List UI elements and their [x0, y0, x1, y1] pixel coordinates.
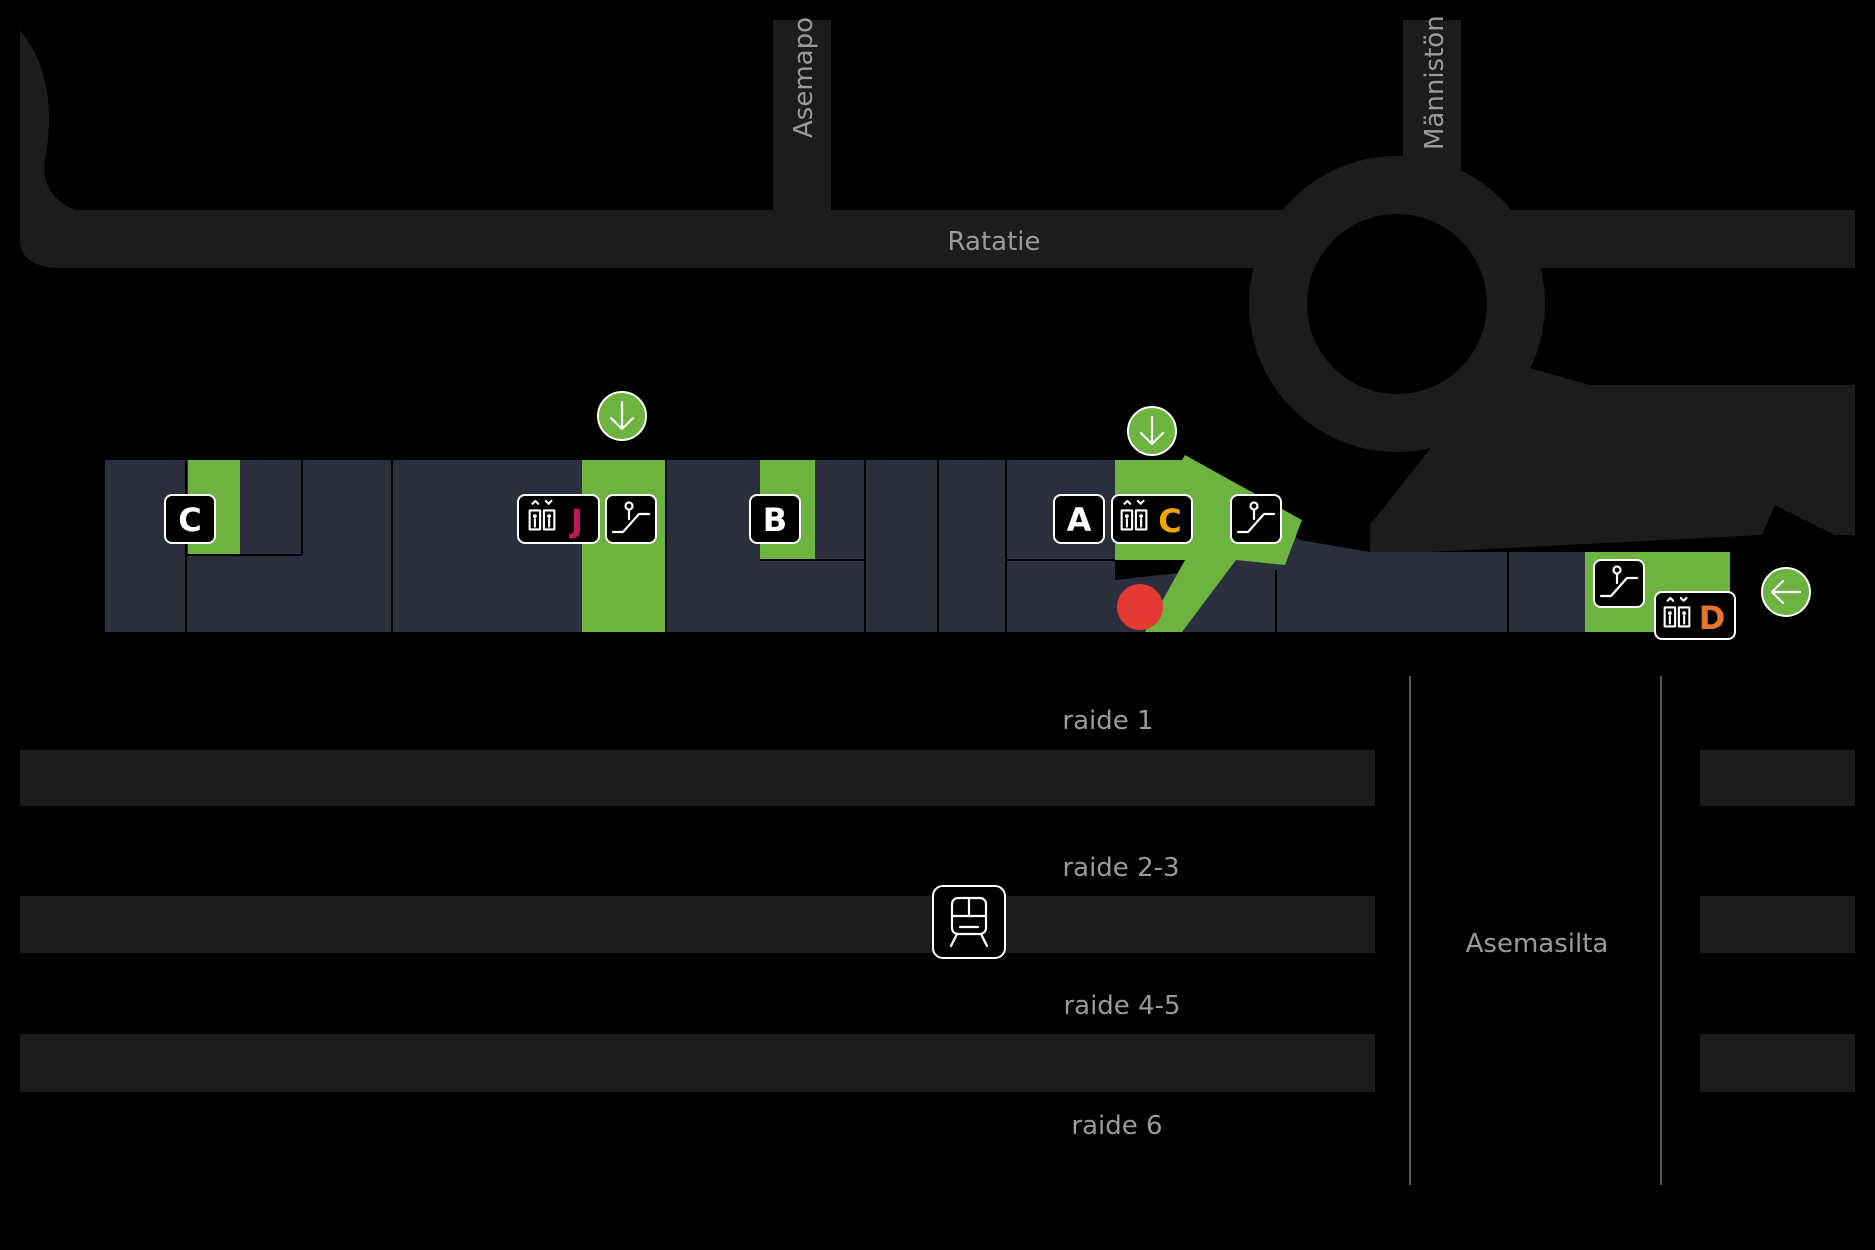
road-ratatie — [20, 30, 1855, 268]
exit-letter-c-west: C — [178, 501, 201, 539]
exit-badge-c-west[interactable]: C — [164, 494, 216, 544]
location-marker — [1117, 584, 1163, 630]
exit-badge-c-east[interactable]: C — [1111, 494, 1193, 544]
exit-letter-c-east: C — [1158, 502, 1181, 540]
exit-badge-j[interactable]: J — [517, 494, 600, 544]
escalator-badge-c-east[interactable] — [1230, 494, 1282, 544]
roads — [20, 20, 1855, 1185]
street-label-mannistonkatu: Männistön — [1420, 15, 1450, 150]
escalator-badge-d[interactable] — [1593, 559, 1645, 608]
road-asemapolku — [773, 20, 831, 215]
arrow-down-icon[interactable] — [597, 391, 647, 441]
road-east — [1370, 360, 1855, 555]
street-label-ratatie: Ratatie — [948, 227, 1041, 257]
exit-letter-j: J — [569, 502, 583, 540]
exit-badge-a[interactable]: A — [1053, 494, 1105, 544]
green-area-j — [582, 460, 666, 632]
escalator-badge-j[interactable] — [605, 494, 657, 544]
exit-badge-b[interactable]: B — [749, 494, 801, 544]
road-mannistonkatu — [1403, 20, 1461, 170]
train-icon[interactable] — [932, 885, 1006, 959]
track-4-5-east — [1700, 1034, 1855, 1092]
track-1-east — [1700, 750, 1855, 806]
exit-letter-a: A — [1067, 501, 1092, 539]
street-label-asemasilta: Asemasilta — [1466, 929, 1609, 959]
platform-label-2-3: raide 2-3 — [1062, 853, 1179, 883]
exit-letter-d: D — [1699, 599, 1726, 637]
roundabout-center — [1307, 214, 1487, 394]
street-label-asemapolku: Asemapo — [789, 17, 819, 138]
track-1 — [20, 750, 1375, 806]
track-2-3 — [20, 896, 1375, 953]
exit-letter-b: B — [763, 501, 787, 539]
platform-label-1: raide 1 — [1062, 706, 1153, 736]
arrow-left-icon[interactable] — [1761, 567, 1811, 617]
platform-label-6: raide 6 — [1071, 1111, 1162, 1141]
track-2-3-east — [1700, 896, 1855, 953]
platform-label-4-5: raide 4-5 — [1063, 991, 1180, 1021]
arrow-down-icon[interactable] — [1127, 406, 1177, 456]
track-4-5 — [20, 1034, 1375, 1092]
internal-walls — [185, 460, 1509, 632]
exit-badge-d[interactable]: D — [1654, 591, 1736, 640]
